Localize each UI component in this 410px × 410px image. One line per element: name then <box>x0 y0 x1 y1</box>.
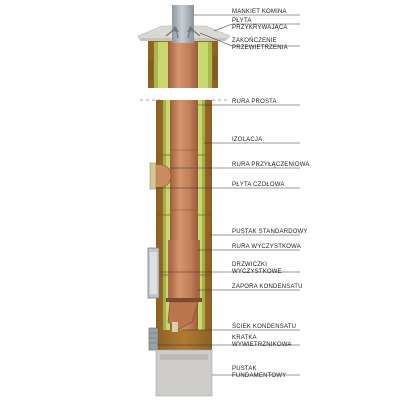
label-cover-plate-line1: Płyta <box>232 18 252 24</box>
label-chimney-collar: Mankiet komina <box>232 9 287 15</box>
label-cleanout-door: Drzwiczki wyczystkowe <box>232 262 282 276</box>
label-straight-pipe: Rura prosta <box>232 99 277 105</box>
ventilation-grille <box>148 327 159 351</box>
label-foundation-block: Pustak fundamentowy <box>232 366 286 380</box>
label-ventilation-grille: Kratka wywietrznikowa <box>232 335 292 349</box>
label-foundation-block-line2: fundamentowy <box>232 373 287 379</box>
label-ventilation-termination: Zakończenie przewietrzenia <box>232 38 288 52</box>
label-cleanout-door-line1: Drzwiczki <box>232 262 268 268</box>
label-ventilation-grille-line2: wywietrznikowa <box>232 342 292 348</box>
label-cleaning-pipe: Rura wyczystkowa <box>232 244 301 250</box>
label-condensate-drain: Ściek kondensatu <box>232 324 297 330</box>
label-foundation-block-line1: Pustak <box>232 366 257 372</box>
condensate-barrier <box>166 298 202 302</box>
label-cover-plate-line2: przykrywająca <box>232 25 288 31</box>
label-standard-block: Pustak standardowy <box>232 229 308 235</box>
label-cover-plate: Płyta przykrywająca <box>232 18 288 32</box>
leader-lines <box>156 14 300 376</box>
label-connection-pipe: Rura przyłączeniowa <box>232 162 310 168</box>
top-flue-pipe <box>168 40 198 88</box>
label-ventilation-termination-line2: przewietrzenia <box>232 45 288 51</box>
label-condensate-barrier: Zapora kondensatu <box>232 284 303 290</box>
label-insulation: Izolacja <box>232 137 263 143</box>
cleaning-pipe <box>168 240 200 300</box>
label-cleanout-door-line2: wyczystkowe <box>232 269 282 275</box>
label-front-plate: Płyta czołowa <box>232 182 285 188</box>
label-ventilation-grille-line1: Kratka <box>232 335 257 341</box>
chimney-main-section <box>147 100 213 397</box>
label-ventilation-termination-line1: Zakończenie <box>232 38 277 44</box>
front-plate <box>149 162 157 190</box>
chimney-collar <box>172 5 194 43</box>
chimney-top-section <box>137 5 231 88</box>
